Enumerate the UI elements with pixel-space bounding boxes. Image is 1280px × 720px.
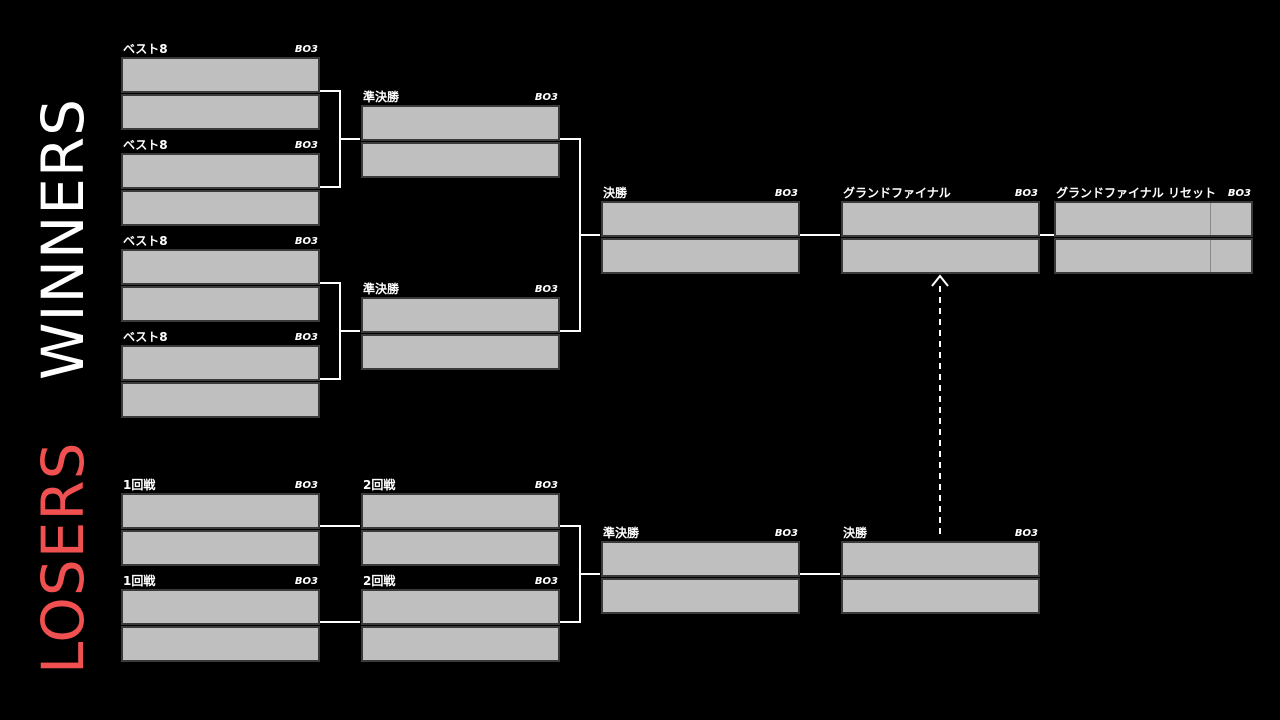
match-format: BO3	[534, 284, 558, 295]
match-winners-best8-4[interactable]: ベスト8 BO3	[121, 330, 320, 420]
player-slot-1[interactable]	[121, 153, 320, 189]
round-name: 準決勝	[363, 90, 400, 104]
match-header: 決勝 BO3	[603, 185, 798, 201]
match-grand-final[interactable]: グランドファイナル BO3	[841, 186, 1040, 276]
player-slot-2[interactable]	[121, 190, 320, 226]
round-name: 決勝	[603, 186, 628, 200]
match-header: 準決勝 BO3	[363, 89, 558, 105]
match-winners-best8-2[interactable]: ベスト8 BO3	[121, 138, 320, 228]
player-slot-2[interactable]	[1054, 238, 1253, 274]
match-format: BO3	[774, 188, 798, 199]
round-name: グランドファイナル	[843, 186, 951, 200]
player-slot-2[interactable]	[121, 382, 320, 418]
match-header: ベスト8 BO3	[123, 329, 318, 345]
round-name: グランドファイナル リセット	[1056, 186, 1216, 200]
round-name: ベスト8	[123, 42, 168, 56]
match-winners-best8-1[interactable]: ベスト8 BO3	[121, 42, 320, 132]
match-losers-round1-2[interactable]: 1回戦 BO3	[121, 574, 320, 664]
player-slot-1[interactable]	[361, 493, 560, 529]
match-header: ベスト8 BO3	[123, 41, 318, 57]
player-slot-1[interactable]	[601, 541, 800, 577]
match-format: BO3	[534, 92, 558, 103]
player-slot-2[interactable]	[121, 286, 320, 322]
match-header: 準決勝 BO3	[603, 525, 798, 541]
player-slot-1[interactable]	[121, 589, 320, 625]
player-slot-1[interactable]	[361, 589, 560, 625]
score-cell[interactable]	[1210, 240, 1251, 272]
connector-line	[560, 525, 581, 623]
player-slot-2[interactable]	[121, 530, 320, 566]
round-name: 2回戦	[363, 478, 396, 492]
player-slot-1[interactable]	[361, 105, 560, 141]
player-slot-2[interactable]	[841, 238, 1040, 274]
match-format: BO3	[1014, 528, 1038, 539]
connector-line	[560, 138, 581, 332]
connector-line	[320, 90, 341, 188]
round-name: 1回戦	[123, 574, 156, 588]
match-winners-semifinal-1[interactable]: 準決勝 BO3	[361, 90, 560, 180]
match-format: BO3	[1227, 188, 1251, 199]
player-slot-1[interactable]	[841, 201, 1040, 237]
player-slot-2[interactable]	[361, 142, 560, 178]
round-name: 2回戦	[363, 574, 396, 588]
match-format: BO3	[774, 528, 798, 539]
match-format: BO3	[534, 576, 558, 587]
player-slot-2[interactable]	[361, 334, 560, 370]
match-grand-final-reset[interactable]: グランドファイナル リセット BO3	[1054, 186, 1253, 276]
match-losers-round2-1[interactable]: 2回戦 BO3	[361, 478, 560, 568]
match-losers-round1-1[interactable]: 1回戦 BO3	[121, 478, 320, 568]
player-slot-2[interactable]	[601, 238, 800, 274]
match-winners-best8-3[interactable]: ベスト8 BO3	[121, 234, 320, 324]
match-header: 2回戦 BO3	[363, 477, 558, 493]
player-slot-2[interactable]	[601, 578, 800, 614]
round-name: 準決勝	[603, 526, 640, 540]
player-slot-1[interactable]	[121, 493, 320, 529]
match-header: ベスト8 BO3	[123, 233, 318, 249]
player-slot-2[interactable]	[121, 626, 320, 662]
match-winners-semifinal-2[interactable]: 準決勝 BO3	[361, 282, 560, 372]
round-name: 準決勝	[363, 282, 400, 296]
match-losers-round2-2[interactable]: 2回戦 BO3	[361, 574, 560, 664]
match-format: BO3	[294, 332, 318, 343]
player-slot-1[interactable]	[841, 541, 1040, 577]
player-slot-1[interactable]	[121, 249, 320, 285]
player-slot-1[interactable]	[361, 297, 560, 333]
match-format: BO3	[294, 480, 318, 491]
player-slot-1[interactable]	[1054, 201, 1253, 237]
match-header: ベスト8 BO3	[123, 137, 318, 153]
round-name: 1回戦	[123, 478, 156, 492]
match-header: 2回戦 BO3	[363, 573, 558, 589]
match-format: BO3	[1014, 188, 1038, 199]
player-slot-2[interactable]	[841, 578, 1040, 614]
match-format: BO3	[534, 480, 558, 491]
score-cell[interactable]	[1210, 203, 1251, 235]
player-slot-1[interactable]	[121, 345, 320, 381]
round-name: ベスト8	[123, 138, 168, 152]
connector-line	[320, 282, 341, 380]
match-losers-final[interactable]: 決勝 BO3	[841, 526, 1040, 616]
player-slot-1[interactable]	[601, 201, 800, 237]
player-slot-2[interactable]	[361, 530, 560, 566]
match-format: BO3	[294, 140, 318, 151]
match-format: BO3	[294, 236, 318, 247]
match-header: グランドファイナル BO3	[843, 185, 1038, 201]
match-losers-semifinal[interactable]: 準決勝 BO3	[601, 526, 800, 616]
match-winners-final[interactable]: 決勝 BO3	[601, 186, 800, 276]
match-header: グランドファイナル リセット BO3	[1056, 185, 1251, 201]
match-header: 1回戦 BO3	[123, 477, 318, 493]
losers-to-grand-final-arrow	[931, 274, 949, 534]
match-format: BO3	[294, 576, 318, 587]
match-header: 1回戦 BO3	[123, 573, 318, 589]
round-name: ベスト8	[123, 234, 168, 248]
player-slot-2[interactable]	[361, 626, 560, 662]
match-header: 準決勝 BO3	[363, 281, 558, 297]
round-name: ベスト8	[123, 330, 168, 344]
player-slot-2[interactable]	[121, 94, 320, 130]
match-format: BO3	[294, 44, 318, 55]
round-name: 決勝	[843, 526, 868, 540]
match-header: 決勝 BO3	[843, 525, 1038, 541]
player-slot-1[interactable]	[121, 57, 320, 93]
